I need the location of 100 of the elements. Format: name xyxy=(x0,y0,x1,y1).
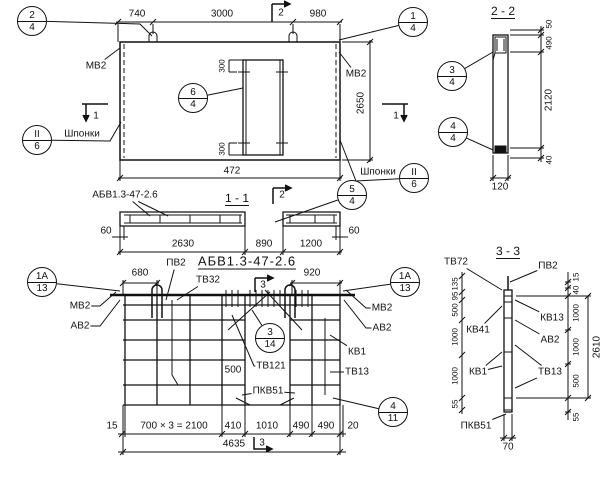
dimension-label: 70 xyxy=(502,442,514,452)
dimension-label: 120 xyxy=(492,182,508,192)
leader-line xyxy=(207,88,244,96)
callout-circle xyxy=(398,7,428,37)
dimension-label: 300 xyxy=(218,142,226,156)
leader-line xyxy=(492,414,506,420)
dimension-label: 2650 xyxy=(356,92,366,114)
section-marker: 3 xyxy=(260,280,266,290)
leader-line xyxy=(514,377,538,388)
leader-line xyxy=(484,306,502,324)
rebar-mark-label: ПВ2 xyxy=(538,260,558,272)
leader-line xyxy=(342,284,391,292)
dimension-label: 890 xyxy=(256,238,272,250)
leader-line xyxy=(330,334,348,346)
dimension-label: 55 xyxy=(572,412,580,422)
callout-number: 4 xyxy=(348,196,356,207)
dimension-label: 40 xyxy=(572,286,580,294)
callout-number: 6 xyxy=(410,179,418,190)
leader-line xyxy=(346,290,372,308)
dimension-label: 1000 xyxy=(572,304,580,322)
rebar-mark-label: КВ1 xyxy=(468,366,488,378)
section-marker: 2 xyxy=(279,190,285,200)
dimension-label: 500 xyxy=(224,364,242,376)
leader-line xyxy=(274,200,338,222)
callout-number: 4 xyxy=(409,23,417,34)
dimension-label: 410 xyxy=(224,420,242,432)
leader-line xyxy=(132,201,150,216)
callout-number: 1А xyxy=(398,271,412,282)
section-title: 1 - 1 xyxy=(225,192,249,206)
rebar-mark-label: КВ13 xyxy=(540,312,564,324)
dimension-label: 2630 xyxy=(172,238,194,250)
dimension-label: 55 xyxy=(450,400,460,408)
leader-line xyxy=(488,366,502,370)
callout-number: 3 xyxy=(266,327,274,338)
leader-line xyxy=(232,314,256,366)
dimension-label: 1200 xyxy=(300,238,322,250)
leader-line xyxy=(56,283,120,292)
dimension-label: 135 xyxy=(450,277,460,291)
dimension-label: 60 xyxy=(100,226,112,236)
callout-number: 4 xyxy=(389,401,397,412)
callout-circle xyxy=(437,61,467,91)
callout-number: 4 xyxy=(448,77,456,88)
dimension-label: 490 xyxy=(544,36,554,50)
dimension-label: 500 xyxy=(450,303,460,317)
dimension-label: 1000 xyxy=(450,328,460,346)
callout-number: 6 xyxy=(33,141,41,152)
leader-line xyxy=(166,269,175,300)
dimension-label: 920 xyxy=(304,268,320,278)
note-label: Шпонки xyxy=(64,128,100,140)
callout-number: 5 xyxy=(348,184,356,195)
callout-number: 13 xyxy=(398,283,412,294)
leader-line xyxy=(284,392,296,394)
leader-line xyxy=(242,393,252,396)
leader-line xyxy=(104,48,120,60)
leader-line xyxy=(138,201,168,216)
leader-line xyxy=(46,20,152,36)
rebar-mark-label: КВ1 xyxy=(348,346,366,358)
leader-line xyxy=(510,270,538,282)
section-title: 3 - 3 xyxy=(496,245,520,259)
section-drawing xyxy=(490,26,544,182)
rebar-mark-label: АВ2 xyxy=(540,334,560,346)
section-marker: 2 xyxy=(278,8,284,18)
leader-line xyxy=(466,138,494,150)
dimension-label: 20 xyxy=(347,420,359,432)
section-marker: 3 xyxy=(259,438,265,448)
section-marker: 1 xyxy=(93,110,99,122)
leader-line xyxy=(344,300,372,328)
leader-line xyxy=(176,286,198,300)
rebar-mark-label: ПКВ51 xyxy=(460,420,492,432)
section-marker: 1 xyxy=(393,110,399,122)
dimension-label: 490 xyxy=(292,420,310,432)
callout-number: 4 xyxy=(189,99,197,110)
dimension-label: 700 × 3 = 2100 xyxy=(140,420,208,432)
section-drawing xyxy=(112,211,348,256)
callout-number: II xyxy=(33,129,41,140)
leader-line xyxy=(90,292,116,306)
note-label: Шпонки xyxy=(360,166,396,178)
dimension-label: 1000 xyxy=(450,367,460,385)
rebar-mark-label: МВ2 xyxy=(346,68,366,80)
dimension-label: 15 xyxy=(106,420,118,432)
leader-line xyxy=(514,320,540,334)
section-title: 2 - 2 xyxy=(491,5,515,19)
dimension-label: 300 xyxy=(218,59,226,73)
dimension-label: 980 xyxy=(310,8,326,20)
leader-line xyxy=(52,122,122,142)
rebar-mark-label: ПВ2 xyxy=(166,258,186,268)
dimension-label: 60 xyxy=(348,226,360,236)
callout-number: 13 xyxy=(35,283,49,294)
section-drawing xyxy=(458,272,592,442)
callout-circle xyxy=(22,125,52,155)
callout-number: 4 xyxy=(449,133,457,144)
dimension-label: 472 xyxy=(224,166,240,176)
rebar-mark-label: ТВ13 xyxy=(345,366,369,378)
callout-number: 4 xyxy=(449,121,457,132)
callout-number: II xyxy=(410,167,418,178)
rebar-mark-label: АВ2 xyxy=(372,322,392,334)
leader-line xyxy=(338,52,352,68)
callout-circle xyxy=(378,397,408,427)
rebar-mark-label: КВ41 xyxy=(466,324,490,336)
dimension-label: 1010 xyxy=(256,420,278,432)
